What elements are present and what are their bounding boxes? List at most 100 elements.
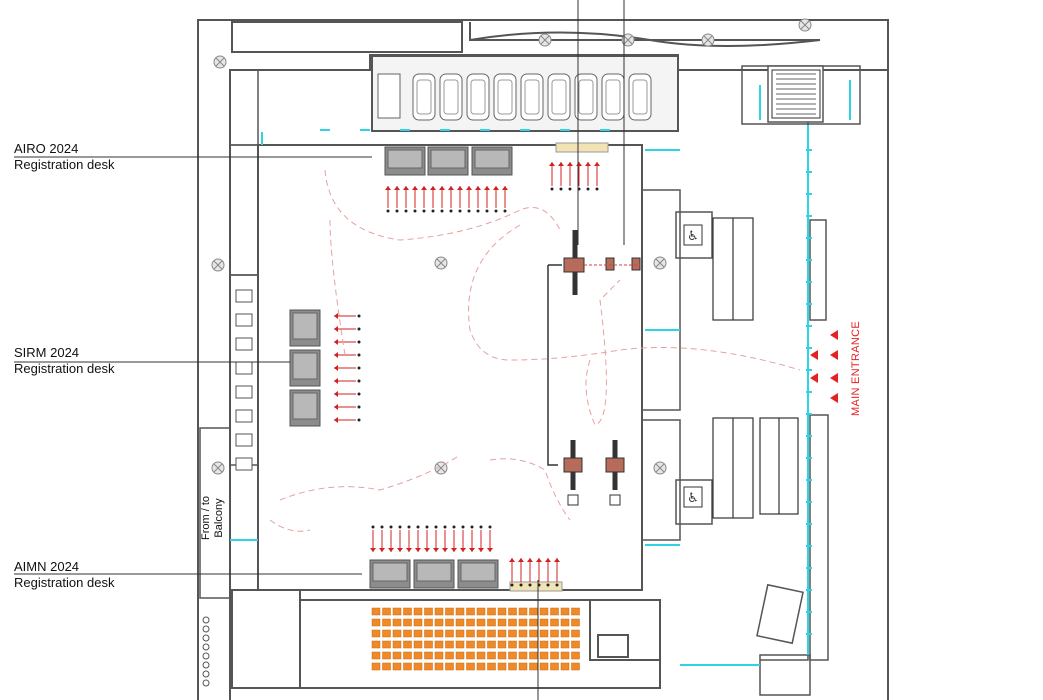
seat	[529, 651, 538, 660]
queue-post	[357, 392, 361, 396]
seat	[392, 651, 402, 660]
callout-leaders	[14, 0, 625, 700]
column-mark	[655, 463, 665, 473]
queue-arrowhead	[527, 558, 533, 562]
queue-post	[443, 525, 447, 529]
seat	[392, 629, 402, 638]
booth-table	[235, 409, 253, 423]
column-mark	[436, 258, 446, 268]
queue-post	[357, 379, 361, 383]
right-facade	[756, 122, 829, 696]
seat	[518, 607, 528, 616]
queue-post	[595, 187, 599, 191]
desk-top	[474, 149, 510, 169]
seat	[487, 651, 496, 660]
seat	[403, 662, 412, 671]
entrance-arrow	[830, 373, 838, 383]
queue-post	[494, 209, 498, 213]
seat	[424, 662, 433, 671]
seat	[518, 640, 528, 649]
queue-post	[479, 525, 483, 529]
stair-post	[202, 679, 210, 687]
queue-post	[357, 327, 361, 331]
seat	[455, 618, 465, 627]
queue-arrowhead	[388, 548, 394, 552]
queue-post	[407, 525, 411, 529]
queue-arrowhead	[554, 558, 560, 562]
seat	[434, 618, 444, 627]
queue-post	[559, 187, 563, 191]
seat	[424, 640, 433, 649]
lounge-sofa	[574, 73, 598, 121]
seat	[487, 629, 496, 638]
seat	[529, 618, 538, 627]
column-mark	[436, 463, 446, 473]
structural-columns	[211, 18, 812, 475]
queue-arrowhead	[334, 313, 338, 319]
queue-arrowhead	[487, 548, 493, 552]
seat	[518, 618, 528, 627]
queue-arrowhead	[460, 548, 466, 552]
queue-arrowhead	[385, 186, 391, 190]
seat	[497, 629, 507, 638]
stair-post	[202, 616, 210, 624]
seat	[382, 651, 391, 660]
queue-post	[357, 366, 361, 370]
queue-post	[380, 525, 384, 529]
seat	[476, 640, 486, 649]
column-mark	[623, 35, 633, 45]
entrance-arrow	[830, 350, 838, 360]
seat	[445, 618, 454, 627]
info-counter	[555, 142, 609, 153]
stairs-icon	[771, 69, 821, 119]
queue-arrowhead	[442, 548, 448, 552]
queue-arrowhead	[451, 548, 457, 552]
queue-arrowhead	[493, 186, 499, 190]
queue-arrowhead	[334, 378, 338, 384]
info-counter	[509, 581, 563, 592]
queue-post	[555, 583, 559, 587]
seat	[424, 629, 433, 638]
queue-post	[458, 209, 462, 213]
queue-post	[357, 314, 361, 318]
seat	[518, 629, 528, 638]
seat	[424, 618, 433, 627]
seat	[371, 651, 381, 660]
lounge-sofa	[493, 73, 517, 121]
seat	[382, 607, 391, 616]
stair-post	[202, 634, 210, 642]
seat	[455, 662, 465, 671]
queue-post	[422, 209, 426, 213]
seat	[371, 629, 381, 638]
seat	[560, 607, 570, 616]
seat	[550, 651, 559, 660]
stair-post	[202, 670, 210, 678]
queue-post	[550, 187, 554, 191]
seat	[413, 640, 423, 649]
seat	[424, 607, 433, 616]
seat	[571, 629, 580, 638]
lounge-sofa-cushion	[470, 79, 486, 115]
seat	[539, 640, 549, 649]
seat	[518, 662, 528, 671]
column-mark	[213, 260, 223, 270]
queue-post	[470, 525, 474, 529]
queue-post	[404, 209, 408, 213]
queue-arrowhead	[484, 186, 490, 190]
seat	[539, 662, 549, 671]
queue-post	[440, 209, 444, 213]
lounge-sofa-cushion	[605, 79, 621, 115]
queue-post	[461, 525, 465, 529]
callout-aimn-title: AIMN 2024	[14, 559, 80, 574]
queue-arrowhead	[509, 558, 515, 562]
queue-arrows	[334, 162, 600, 587]
seat	[487, 640, 496, 649]
seat	[434, 629, 444, 638]
seat	[560, 651, 570, 660]
seat	[550, 629, 559, 638]
queue-post	[510, 583, 514, 587]
seat	[382, 618, 391, 627]
balcony-label-line2: Balcony	[213, 498, 225, 538]
queue-post	[425, 525, 429, 529]
queue-arrowhead	[466, 186, 472, 190]
